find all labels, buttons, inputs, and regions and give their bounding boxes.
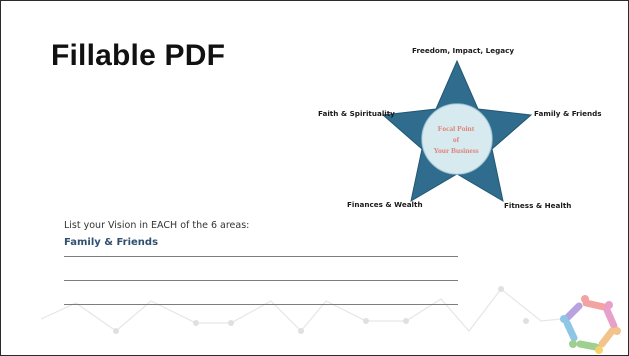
vision-field-3[interactable]	[64, 286, 458, 305]
center-text: Focal Point of Your Business	[413, 123, 499, 156]
label-upper-left: Faith & Spirituality	[318, 109, 395, 118]
label-lower-left: Finances & Wealth	[347, 200, 423, 209]
page-title: Fillable PDF	[51, 39, 226, 72]
center-line-2: of	[452, 135, 460, 144]
label-top: Freedom, Impact, Legacy	[412, 46, 515, 55]
label-upper-right: Family & Friends	[534, 109, 602, 118]
center-line-1: Focal Point	[437, 124, 475, 133]
center-line-3: Your Business	[433, 146, 479, 155]
label-lower-right: Fitness & Health	[504, 201, 572, 210]
center-circle	[422, 104, 492, 174]
vision-field-2[interactable]	[64, 262, 458, 281]
vision-prompt: List your Vision in EACH of the 6 areas:	[64, 220, 250, 231]
vision-field-1[interactable]	[64, 238, 458, 257]
